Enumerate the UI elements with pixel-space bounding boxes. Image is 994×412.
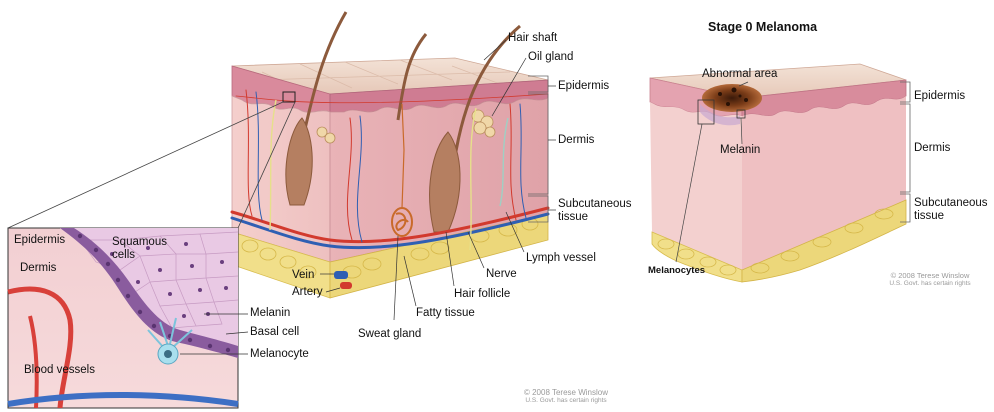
label-sweat-gland: Sweat gland (358, 328, 421, 341)
right-label-subcutaneous-line2: tissue (914, 210, 944, 223)
copyright-right-line2: U.S. Govt. has certain rights (880, 280, 980, 288)
inset-label-melanin: Melanin (250, 307, 290, 320)
right-label-subcutaneous-line1: Subcutaneous (914, 197, 988, 210)
vein-stub (334, 271, 348, 279)
label-fatty-tissue: Fatty tissue (416, 307, 475, 320)
inset-label-epidermis: Epidermis (14, 234, 65, 247)
right-label-melanin: Melanin (720, 144, 760, 157)
copyright-left-line2: U.S. Govt. has certain rights (516, 397, 616, 405)
label-oil-gland: Oil gland (528, 51, 573, 64)
label-nerve: Nerve (486, 268, 517, 281)
inset-label-squamous-line1: Squamous (112, 236, 167, 249)
label-hair-follicle: Hair follicle (454, 288, 510, 301)
inset-label-dermis: Dermis (20, 262, 56, 275)
label-artery: Artery (292, 286, 323, 299)
right-label-dermis: Dermis (914, 142, 950, 155)
right-label-epidermis: Epidermis (914, 90, 965, 103)
melanoma-lesion (702, 84, 762, 112)
copyright-right-line1: © 2008 Terese Winslow (880, 272, 980, 280)
right-label-melanocytes: Melanocytes (648, 264, 705, 277)
label-hair-shaft: Hair shaft (508, 32, 557, 45)
copyright-right: © 2008 Terese Winslow U.S. Govt. has cer… (880, 272, 980, 288)
label-dermis: Dermis (558, 134, 594, 147)
skin-block-right (650, 64, 906, 282)
inset-label-squamous-line2: cells (112, 249, 135, 262)
label-subcutaneous-line1: Subcutaneous (558, 198, 632, 211)
inset-label-melanocyte: Melanocyte (250, 348, 309, 361)
inset-label-basal-cell: Basal cell (250, 326, 299, 339)
right-label-abnormal-area: Abnormal area (702, 68, 777, 81)
label-vein: Vein (292, 269, 314, 282)
inset-label-blood-vessels: Blood vessels (24, 364, 95, 377)
right-diagram-title: Stage 0 Melanoma (708, 20, 817, 34)
label-lymph-vessel: Lymph vessel (526, 252, 596, 265)
copyright-left: © 2008 Terese Winslow U.S. Govt. has cer… (516, 389, 616, 405)
label-epidermis: Epidermis (558, 80, 609, 93)
copyright-left-line1: © 2008 Terese Winslow (516, 389, 616, 397)
label-subcutaneous-line2: tissue (558, 211, 588, 224)
artery-stub (340, 282, 352, 289)
